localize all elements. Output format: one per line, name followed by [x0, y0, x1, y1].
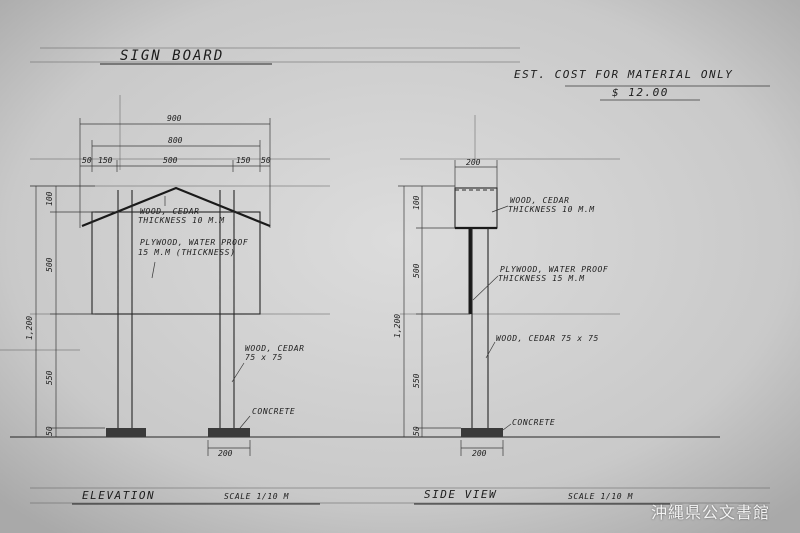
- elev-dim-550: 550: [45, 370, 54, 385]
- side-view: 200 1,200 100 500 550 50 200 WOOD, CEDAR…: [393, 158, 670, 505]
- elev-note-post-2: 75 x 75: [245, 353, 283, 362]
- side-dim-1200: 1,200: [393, 314, 402, 338]
- elev-dim-50b: 50: [261, 156, 271, 165]
- side-dim-550: 550: [412, 373, 421, 388]
- side-note-plywood-1: PLYWOOD, WATER PROOF: [500, 265, 608, 274]
- elev-dim-150b: 150: [236, 156, 251, 165]
- elev-dim-800: 800: [168, 136, 183, 145]
- side-note-wood-cedar-2: THICKNESS 10 M.M: [508, 205, 595, 214]
- elev-footing-left: [106, 428, 146, 437]
- side-dim-100: 100: [412, 195, 421, 210]
- elev-dim-100: 100: [45, 191, 54, 206]
- elev-dim-500: 500: [163, 156, 178, 165]
- elev-dim-200: 200: [218, 449, 233, 458]
- cost-value: $ 12.00: [612, 86, 669, 99]
- elev-note-wood-cedar-1: WOOD, CEDAR: [140, 207, 200, 216]
- elev-dim-1200: 1,200: [25, 316, 34, 340]
- cost-label: EST. COST FOR MATERIAL ONLY: [514, 68, 733, 81]
- side-dim-500: 500: [412, 263, 421, 278]
- elev-note-post-1: WOOD, CEDAR: [245, 344, 305, 353]
- side-dim-50: 50: [412, 426, 421, 436]
- side-footing: [461, 428, 503, 437]
- side-note-plywood-2: THICKNESS 15 M.M: [498, 274, 585, 283]
- elev-scale: SCALE 1/10 M: [224, 492, 290, 501]
- side-dim-200-bottom: 200: [472, 449, 487, 458]
- elev-caption: ELEVATION: [82, 489, 155, 502]
- elev-note-plywood-1: PLYWOOD, WATER PROOF: [140, 238, 248, 247]
- side-note-concrete: CONCRETE: [512, 418, 555, 427]
- archive-watermark: 沖縄県公文書館: [650, 503, 770, 522]
- elev-note-concrete: CONCRETE: [252, 407, 295, 416]
- elev-dim-900: 900: [167, 114, 182, 123]
- elev-board: [91, 211, 261, 315]
- elevation-view: 900 800 50 150 500 150 50 1,200 100 500 …: [25, 114, 320, 505]
- side-caption: SIDE VIEW: [424, 488, 497, 501]
- side-note-wood-cedar-1: WOOD, CEDAR: [510, 196, 570, 205]
- elev-note-plywood-2: 15 M.M (THICKNESS): [138, 248, 236, 257]
- elev-dim-500v: 500: [45, 257, 54, 272]
- drawing-title: SIGN BOARD: [120, 48, 224, 64]
- elev-dim-150a: 150: [98, 156, 113, 165]
- elev-dim-50a: 50: [82, 156, 92, 165]
- side-scale: SCALE 1/10 M: [568, 492, 634, 501]
- side-dim-200-top: 200: [466, 158, 481, 167]
- elev-note-wood-cedar-2: THICKNESS 10 M.M: [138, 216, 225, 225]
- elev-dim-50v: 50: [45, 426, 54, 436]
- side-note-post: WOOD, CEDAR 75 x 75: [496, 334, 599, 343]
- elev-footing-right: [208, 428, 250, 437]
- elev-roof: [81, 186, 271, 228]
